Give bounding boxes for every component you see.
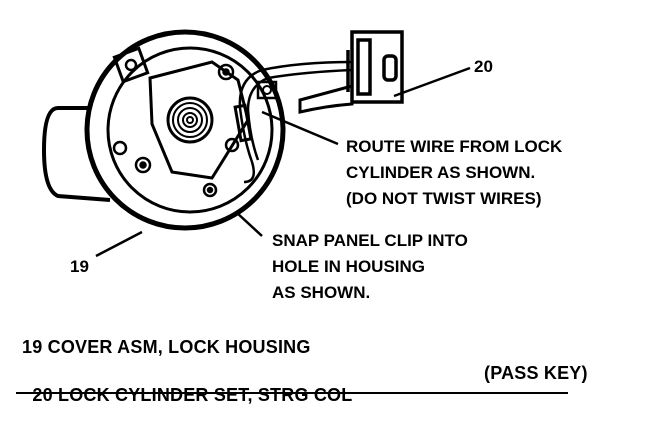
lock-housing-diagram: 20 19 ROUTE WIRE FROM LOCK CYLINDER AS S…: [41, 29, 563, 302]
housing-screws: [112, 63, 240, 198]
route-wire-line-3: (DO NOT TWIST WIRES): [346, 189, 541, 208]
lock-cylinder-wire-2: [246, 68, 353, 161]
legend-line-19: 19 COVER ASM, LOCK HOUSING: [22, 337, 311, 357]
legend-line-20-text: 20 LOCK CYLINDER SET, STRG COL: [32, 385, 353, 405]
lock-cylinder-connector: [346, 30, 404, 104]
wire-boss: [256, 80, 278, 100]
housing-inner-ring: [106, 46, 274, 214]
leader-19: [95, 230, 143, 258]
snap-clip-line-3: AS SHOWN.: [272, 283, 370, 302]
leader-snap-clip: [235, 211, 263, 237]
snap-clip-line-1: SNAP PANEL CLIP INTO: [272, 231, 468, 250]
lock-cylinder-wire: [238, 60, 353, 184]
callout-20: 20: [474, 57, 493, 76]
leader-route-wire: [261, 110, 339, 146]
tab-screw: [124, 58, 138, 72]
wire-harness: [298, 84, 354, 114]
route-wire-line-1: ROUTE WIRE FROM LOCK: [346, 137, 563, 156]
route-wire-line-2: CYLINDER AS SHOWN.: [346, 163, 535, 182]
snap-clip-line-2: HOLE IN HOUSING: [272, 257, 425, 276]
bottom-rule: [16, 392, 568, 394]
center-spring: [166, 96, 214, 144]
legend-pass-key-note: (PASS KEY): [484, 363, 588, 383]
legend-line-20: 20 LOCK CYLINDER SET, STRG COL (PASS KEY…: [22, 362, 587, 428]
callout-19: 19: [70, 257, 89, 276]
boss-screw: [262, 85, 272, 95]
housing-extension: [41, 106, 111, 202]
housing-tab: [112, 46, 150, 84]
leader-20: [393, 66, 471, 98]
